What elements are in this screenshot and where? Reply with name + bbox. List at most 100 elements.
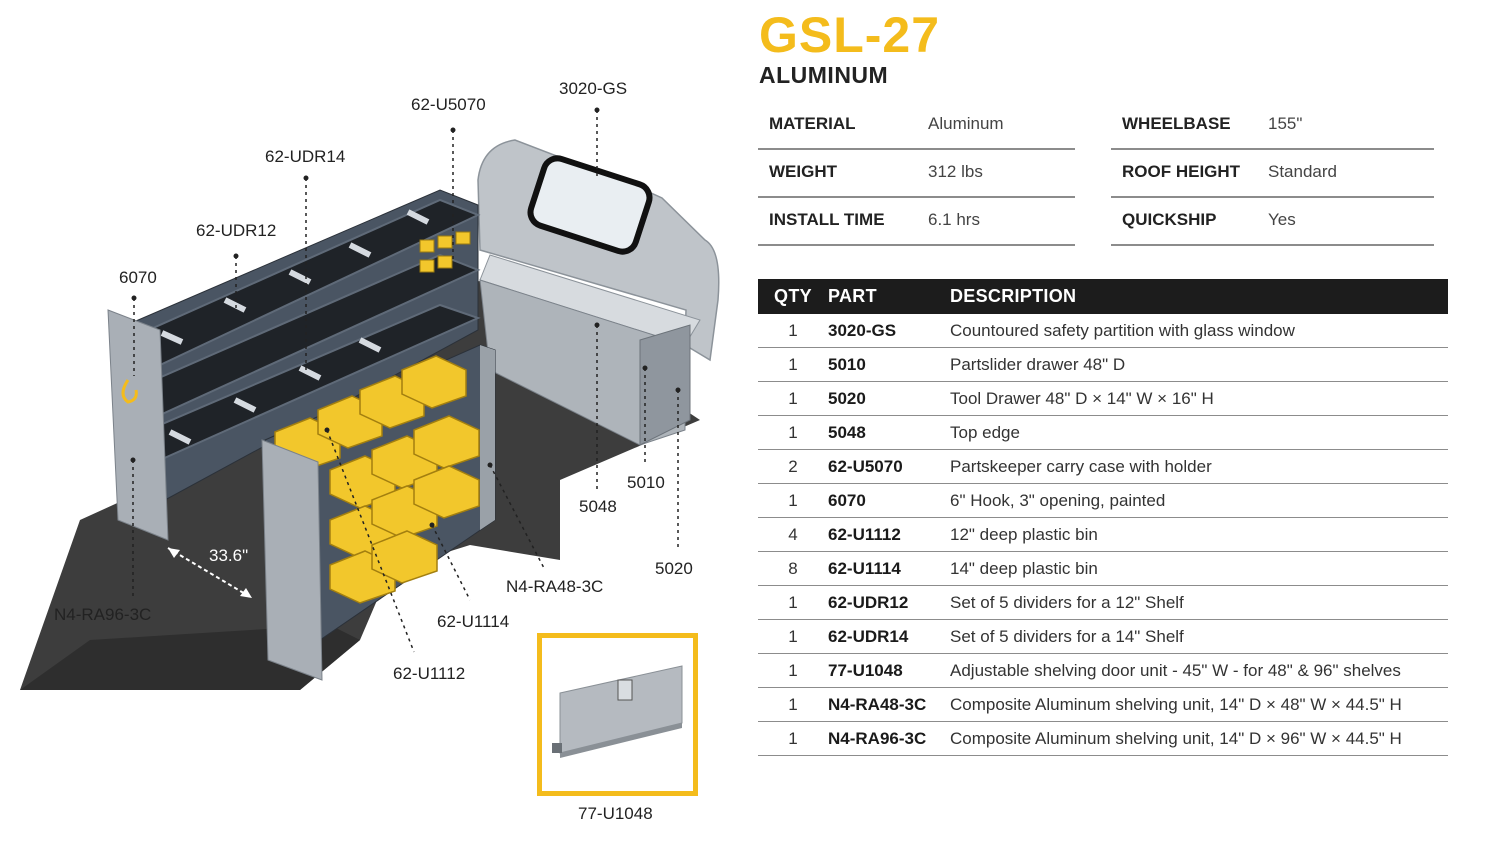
row-qty: 1 [758, 687, 828, 722]
callout-62-u1112: 62-U1112 [393, 664, 466, 683]
row-qty: 2 [758, 449, 828, 484]
row-part: 77-U1048 [828, 653, 950, 688]
row-description: Partslider drawer 48" D [950, 347, 1448, 382]
row-part: 5020 [828, 381, 950, 416]
callout-5020: 5020 [655, 559, 693, 578]
row-part: 62-U1114 [828, 551, 950, 586]
callout-3020-gs: 3020-GS [559, 79, 628, 98]
row-description: Set of 5 dividers for a 12" Shelf [950, 585, 1448, 620]
spec-material: MATERIAL Aluminum [758, 100, 1075, 150]
row-part: 62-U1112 [828, 517, 950, 552]
big-unit-shelves [112, 198, 481, 462]
row-qty: 4 [758, 517, 828, 552]
spec-install-time: INSTALL TIME 6.1 hrs [758, 196, 1075, 246]
spec-wheelbase: WHEELBASE 155" [1111, 100, 1434, 150]
callout-62-udr12: 62-UDR12 [196, 221, 277, 240]
big-unit-dividers [160, 209, 430, 445]
partition-window [527, 155, 653, 255]
row-part: 5010 [828, 347, 950, 382]
product-diagram: 3020-GS 62-U5070 62-UDR14 62-UDR12 6070 … [0, 0, 740, 837]
callout-77-u1048: 77-U1048 [578, 804, 653, 823]
product-subtitle: ALUMINUM [759, 62, 889, 88]
spec-value: Aluminum [928, 114, 1004, 133]
row-description: Top edge [950, 415, 1448, 450]
row-description: 6" Hook, 3" opening, painted [950, 483, 1448, 518]
callout-6070: 6070 [119, 268, 157, 287]
callout-62-udr14: 62-UDR14 [265, 147, 346, 166]
row-description: Tool Drawer 48" D × 14" W × 16" H [950, 381, 1448, 416]
row-part: 6070 [828, 483, 950, 518]
row-part: 62-UDR12 [828, 585, 950, 620]
spec-label: QUICKSHIP [1122, 210, 1217, 229]
leader-dots [130, 107, 681, 528]
row-qty: 1 [758, 619, 828, 654]
row-description: 14" deep plastic bin [950, 551, 1448, 586]
spec-roof-height: ROOF HEIGHT Standard [1111, 148, 1434, 198]
small-unit-front-panel [261, 439, 323, 681]
callout-n4-ra96-3c: N4-RA96-3C [54, 605, 152, 624]
row-qty: 8 [758, 551, 828, 586]
callout-5010: 5010 [627, 473, 665, 492]
row-qty: 1 [758, 381, 828, 416]
row-description: 12" deep plastic bin [950, 517, 1448, 552]
small-unit-side-panel [480, 345, 495, 530]
header-part: PART [828, 279, 950, 314]
spec-label: WEIGHT [769, 162, 837, 181]
product-title: GSL-27 [759, 7, 941, 63]
header-description: DESCRIPTION [950, 279, 1448, 314]
row-description: Composite Aluminum shelving unit, 14" D … [950, 721, 1448, 756]
row-qty: 1 [758, 585, 828, 620]
door-unit-illustration [552, 665, 683, 758]
row-qty: 1 [758, 314, 828, 348]
row-description: Composite Aluminum shelving unit, 14" D … [950, 687, 1448, 722]
yellow-bins [274, 355, 480, 604]
row-part: N4-RA96-3C [828, 721, 950, 756]
spec-label: INSTALL TIME [769, 210, 885, 229]
callout-62-u5070: 62-U5070 [411, 95, 486, 114]
callout-5048: 5048 [579, 497, 617, 516]
row-qty: 1 [758, 483, 828, 518]
row-part: 62-UDR14 [828, 619, 950, 654]
callout-n4-ra48-3c: N4-RA48-3C [506, 577, 604, 596]
header-qty: QTY [758, 279, 828, 314]
spec-quickship: QUICKSHIP Yes [1111, 196, 1434, 246]
spec-value: 6.1 hrs [928, 210, 980, 229]
drawer-cabinet-side [639, 324, 691, 446]
door-unit-inset [537, 633, 698, 796]
row-description: Adjustable shelving door unit - 45" W - … [950, 653, 1448, 688]
row-description: Countoured safety partition with glass w… [950, 314, 1448, 348]
row-description: Set of 5 dividers for a 14" Shelf [950, 619, 1448, 654]
row-description: Partskeeper carry case with holder [950, 449, 1448, 484]
row-part: 62-U5070 [828, 449, 950, 484]
row-part: 3020-GS [828, 314, 950, 348]
row-part: 5048 [828, 415, 950, 450]
big-unit-end-panel [107, 309, 169, 541]
row-qty: 1 [758, 653, 828, 688]
spec-value: 312 lbs [928, 162, 983, 181]
callout-62-u1114: 62-U1114 [437, 612, 510, 631]
spec-label: WHEELBASE [1122, 114, 1231, 133]
hook-6070 [121, 379, 138, 404]
spec-weight: WEIGHT 312 lbs [758, 148, 1075, 198]
spec-value: 155" [1268, 114, 1303, 133]
parts-table-header: QTY PART DESCRIPTION [758, 279, 1448, 314]
dimension-label: 33.6" [209, 546, 249, 565]
small-yellow-bins [419, 231, 471, 273]
spec-label: ROOF HEIGHT [1122, 162, 1241, 181]
row-part: N4-RA48-3C [828, 687, 950, 722]
dimension-arrow [167, 547, 253, 599]
